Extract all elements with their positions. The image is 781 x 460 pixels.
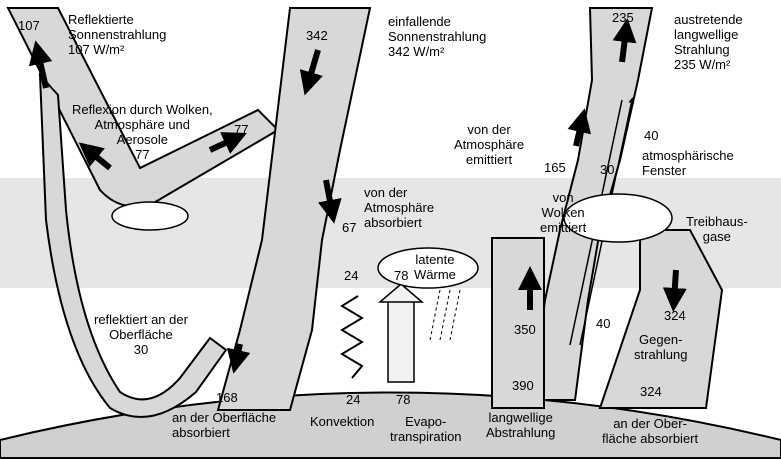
arrow-atmos-emit-up xyxy=(567,108,591,147)
incoming-solar-channel xyxy=(216,7,372,411)
atmosphere-emitted-label: von der Atmosphäre emittiert xyxy=(454,122,525,167)
convection-top-value: 24 xyxy=(344,268,359,283)
longwave-up-value: 350 xyxy=(514,322,536,337)
incoming-value: 342 xyxy=(306,28,328,43)
cloud-reflection-label: Reflexion durch Wolken, Atmosphäre und A… xyxy=(72,102,213,162)
greenhouse-label: Treibhaus- gase xyxy=(686,214,748,244)
latent-heat-value: 78 xyxy=(394,268,409,283)
cloud-right xyxy=(563,193,673,243)
cloud-emitted-label: von Wolken emittiert xyxy=(540,190,587,235)
surface-reflected-label: reflektiert an der Oberfläche 30 xyxy=(94,312,188,357)
cloud-reflection-value: 77 xyxy=(234,122,249,137)
surface-absorbed-value: 168 xyxy=(216,390,238,405)
evapo-bottom-value: 78 xyxy=(396,392,411,407)
longwave-emission-label: langwellige Abstrahlung xyxy=(486,410,556,440)
convection-bottom-value: 24 xyxy=(346,392,361,407)
arrow-cloud-reflect-2 xyxy=(208,132,247,154)
cloud-emitted-value: 30 xyxy=(600,162,615,177)
arrow-outgoing-up xyxy=(612,18,637,63)
arrow-reflected-up xyxy=(28,40,53,89)
latent-heat-label: latente Wärme xyxy=(414,252,456,282)
back-absorbed-label: an der Ober- fläche absorbiert xyxy=(602,416,699,446)
cloud-latent xyxy=(377,247,479,289)
cloud-left xyxy=(111,201,189,231)
surface-reflection-channel xyxy=(38,72,228,418)
arrow-back-down xyxy=(662,269,687,312)
back-radiation-label: Gegen- strahlung xyxy=(634,332,688,362)
reflected-solar-label: Reflektierte Sonnenstrahlung 107 W/m² xyxy=(68,12,167,57)
atmosphere-emitted-value: 165 xyxy=(544,160,566,175)
arrow-cloud-reflect xyxy=(78,142,112,171)
rain-lines xyxy=(429,289,461,341)
outgoing-value: 235 xyxy=(612,10,634,25)
reflected-value: 107 xyxy=(18,18,40,33)
evapo-label: Evapo- transpiration xyxy=(390,414,462,444)
convection-zigzag xyxy=(340,295,364,379)
incoming-solar-label: einfallende Sonnenstrahlung 342 W/m² xyxy=(388,14,487,59)
arrow-surface-absorbed xyxy=(226,343,251,374)
outgoing-longwave-label: austretende langwellige Strahlung 235 W/… xyxy=(674,12,743,72)
window-value: 40 xyxy=(644,128,659,143)
atmosphere-absorbed-value: 67 xyxy=(342,220,357,235)
window-label: atmosphärische Fenster xyxy=(642,148,734,178)
back-radiation-channel xyxy=(598,229,724,409)
arrow-atmos-absorbed xyxy=(317,179,342,224)
convection-label: Konvektion xyxy=(310,414,375,429)
back-absorbed-value: 324 xyxy=(640,384,662,399)
longwave-emission-value: 390 xyxy=(512,378,534,393)
evapo-arrow-head xyxy=(377,283,425,303)
surface-absorbed-label: an der Oberfläche absorbiert xyxy=(172,410,277,440)
arrow-incoming-down xyxy=(299,49,323,96)
back-radiation-value: 324 xyxy=(664,308,686,323)
window-surface-value: 40 xyxy=(596,316,611,331)
atmosphere-absorbed-label: von der Atmosphäre absorbiert xyxy=(364,185,435,230)
earth-surface xyxy=(0,391,781,459)
evapo-column xyxy=(387,299,415,383)
flow-arrows xyxy=(28,18,687,374)
